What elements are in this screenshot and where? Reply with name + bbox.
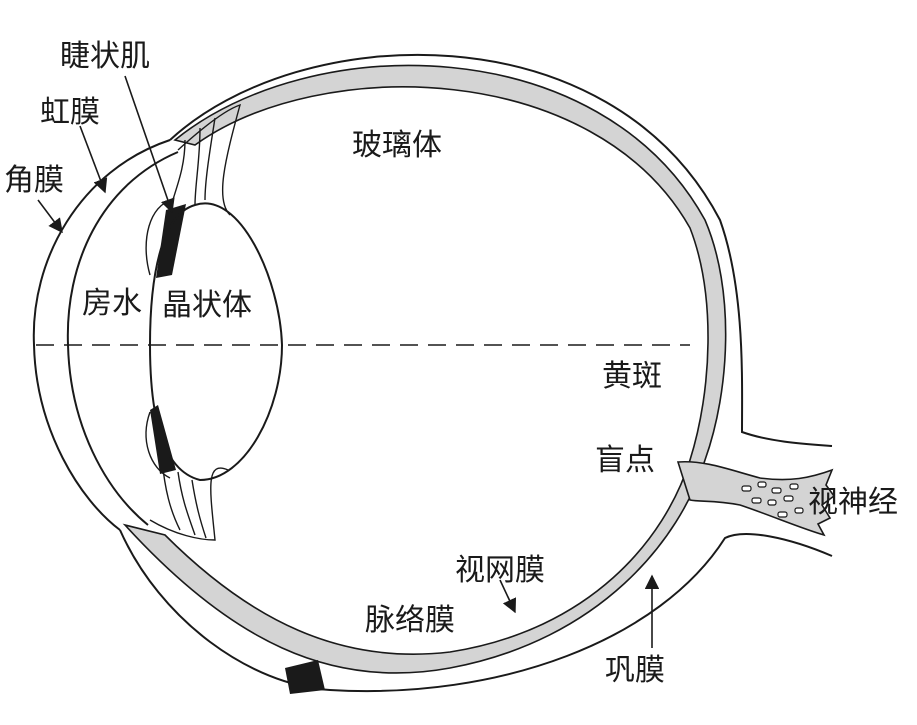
sclera-outer-lower [119,529,833,693]
label-sclera: 巩膜 [605,653,665,688]
label-vitreous-body: 玻璃体 [352,128,442,163]
retina-pointer [499,579,517,614]
label-ciliary-muscle: 睫状肌 [60,39,150,74]
label-macula: 黄斑 [602,359,662,394]
label-lens: 晶状体 [162,288,252,323]
optic-nerve-fibers [741,481,804,518]
label-blind-spot: 盲点 [595,443,655,478]
extraocular-muscle [285,660,325,694]
ciliary-body-lower [149,467,229,541]
label-retina: 视网膜 [455,553,545,588]
zonule-lower-3 [191,479,207,539]
ciliary-muscle-pointer [124,75,175,214]
iris-lower [145,411,171,479]
iris-pointer [79,125,108,194]
zonule-upper-3 [204,117,216,201]
lens-outline [148,202,284,482]
label-choroid: 脉络膜 [365,603,455,638]
cornea-pointer [37,199,63,234]
label-aqueous-humor: 房水 [82,286,142,321]
label-optic-nerve: 视神经 [808,485,898,520]
zonule-upper-2 [194,127,201,206]
label-cornea: 角膜 [4,163,64,198]
sclera-outer [169,53,833,447]
ciliary-muscle-upper [156,204,186,278]
zonule-upper-1 [169,139,186,211]
choroid-band [122,64,727,674]
zonule-lower-2 [177,471,196,536]
label-iris: 虹膜 [40,95,100,130]
